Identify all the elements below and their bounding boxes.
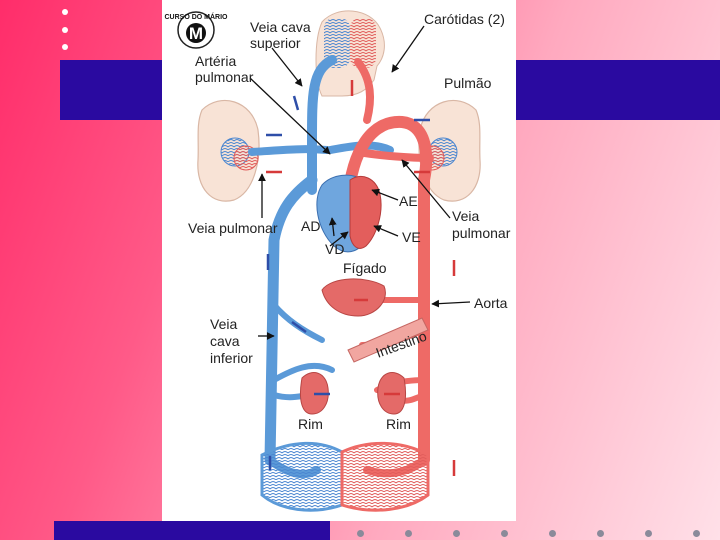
logo-letter: M [189, 24, 203, 43]
footer-dot [501, 530, 508, 537]
footer-dot [597, 530, 604, 537]
lower-body-capillaries [260, 441, 430, 512]
footer-dot [453, 530, 460, 537]
label-arteria-pulmonar: Artéria [195, 53, 236, 69]
footer-dot [645, 530, 652, 537]
label-figado: Fígado [343, 260, 387, 276]
bullet-dot [62, 44, 68, 50]
footer-dot [357, 530, 364, 537]
label-aorta: Aorta [474, 295, 508, 311]
label-carotidas: Carótidas (2) [424, 11, 505, 27]
footer-dot [693, 530, 700, 537]
bullet-dot [62, 9, 68, 15]
logo-badge: CURSO DO MÁRIO M [165, 11, 229, 49]
label-veia-cava-inferior-line3: inferior [210, 350, 253, 366]
label-veia-cava-superior: Veia cava [250, 19, 311, 35]
circulation-diagram-panel: CURSO DO MÁRIO M [162, 0, 516, 521]
footer-dot [405, 530, 412, 537]
circulation-diagram: CURSO DO MÁRIO M [165, 10, 511, 512]
flow-arrows [266, 80, 456, 476]
label-veia-cava-inferior: Veia [210, 316, 237, 332]
label-veia-pulmonar-right: Veia [452, 208, 479, 224]
top-right-band [514, 60, 720, 120]
intestine [347, 317, 429, 363]
label-ad: AD [301, 218, 320, 234]
logo-text: CURSO DO MÁRIO [165, 12, 229, 21]
leader-lines [249, 25, 471, 340]
head-capillaries [315, 10, 385, 97]
label-veia-cava-inferior-line2: cava [210, 333, 240, 349]
label-ve: VE [402, 229, 421, 245]
label-rim-left: Rim [298, 416, 323, 432]
label-veia-pulmonar-left: Veia pulmonar [188, 220, 278, 236]
label-vd: VD [325, 241, 344, 257]
label-pulmao: Pulmão [444, 75, 492, 91]
footer-dot [549, 530, 556, 537]
liver [321, 278, 386, 317]
label-veia-cava-superior-line2: superior [250, 35, 301, 51]
bullet-dot [62, 27, 68, 33]
top-left-band [60, 60, 164, 120]
bottom-band [54, 521, 330, 540]
label-arteria-pulmonar-line2: pulmonar [195, 69, 254, 85]
label-veia-pulmonar-right-line2: pulmonar [452, 225, 511, 241]
label-ae: AE [399, 193, 418, 209]
label-rim-right: Rim [386, 416, 411, 432]
